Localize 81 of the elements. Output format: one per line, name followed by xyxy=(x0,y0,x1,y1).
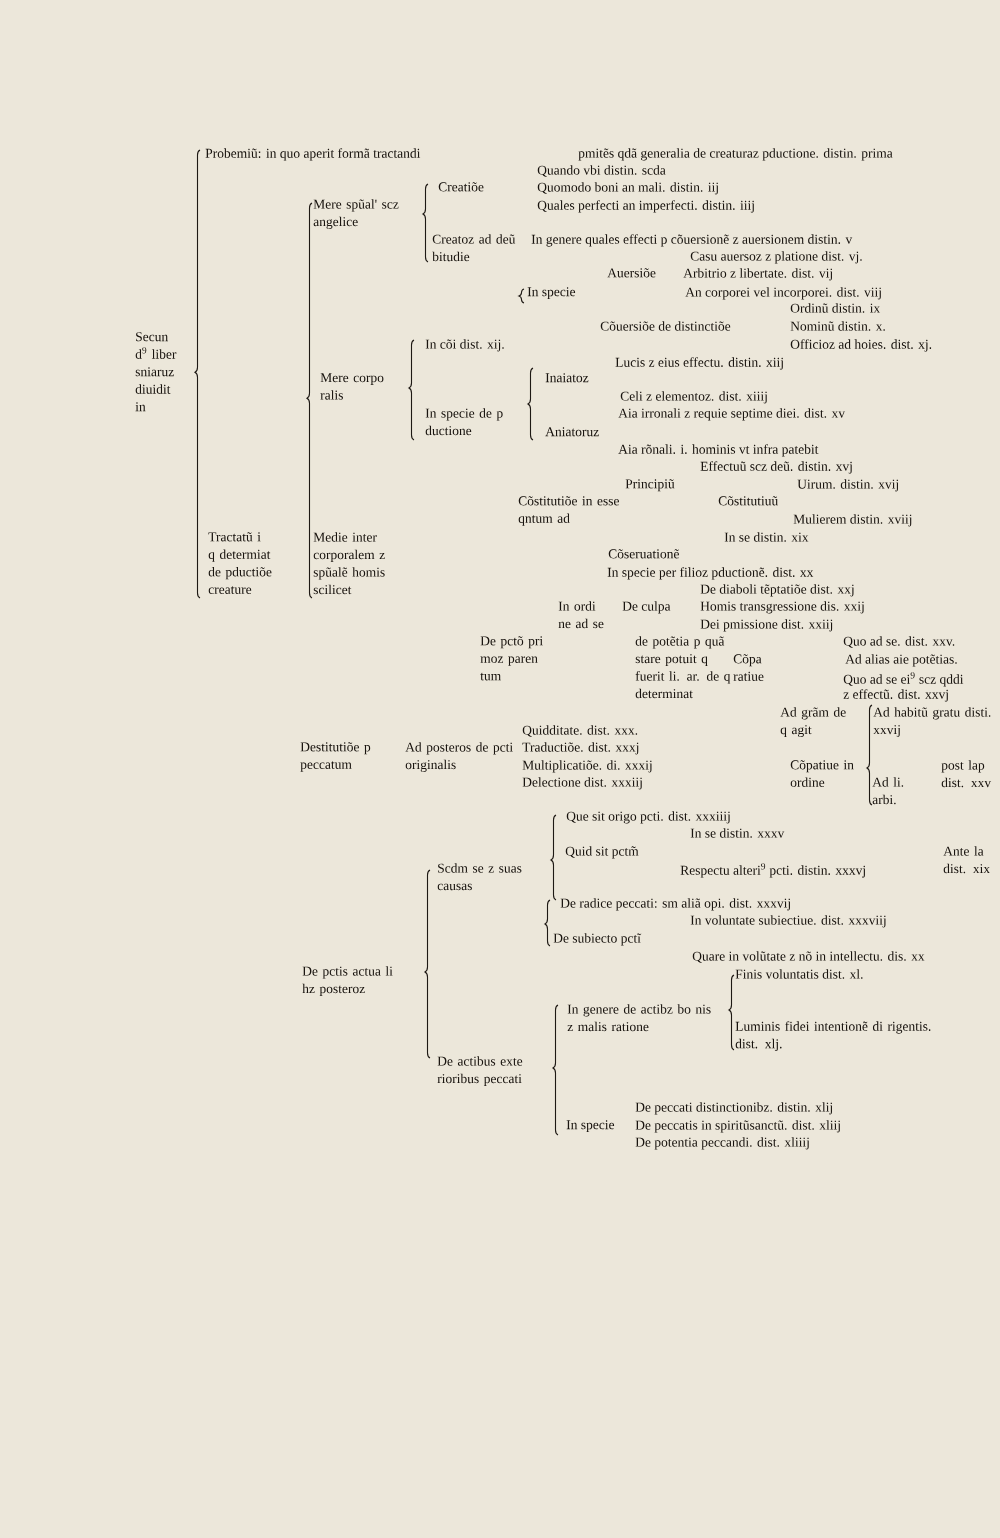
outline-entry: z effectũ. dist. xxvj xyxy=(843,689,948,702)
outline-entry: post lap dist. xxv xyxy=(941,760,992,788)
outline-entry: In ordi ne ad se xyxy=(558,601,604,629)
outline-entry: Mulierem distin. xviij xyxy=(793,514,912,527)
outline-entry: Quando vbi distin. scda xyxy=(537,165,666,177)
outline-entry: De radice peccati: sm aliã opi. dist. xxxvij xyxy=(560,898,790,911)
outline-entry: Tractatũ i q determiat de pductiõe creature xyxy=(208,532,272,594)
outline-entry: Aia irronali z requie septime diei. dist. xv xyxy=(618,408,846,421)
outline-entry: De culpa xyxy=(622,601,671,614)
outline-entry: Ad habitũ gratu disti. xxvij xyxy=(873,707,991,737)
outline-entry: In specie de p ductione xyxy=(425,408,503,436)
outline-entry: De potentia peccandi. dist. xliiij xyxy=(635,1137,809,1150)
outline-entry: Traductiõe. dist. xxxj xyxy=(522,742,639,755)
outline-entry: Finis voluntatis dist. xl. xyxy=(735,969,863,979)
outline-entry: Nominũ distin. x. xyxy=(790,321,885,331)
outline-entry: Ad li. arbi. xyxy=(872,777,904,805)
outline-entry: Cõseruationẽ xyxy=(608,549,679,559)
outline-entry: Cõstitutiõe in esse qntum ad xyxy=(518,496,619,526)
outline-entry: In voluntate subiectiue. dist. xxxviij xyxy=(690,915,886,928)
outline-entry: Ordinũ distin. ix xyxy=(790,303,881,313)
outline-entry: Quo ad se. dist. xxv. xyxy=(843,636,955,648)
outline-entry: Creatoz ad deũ bitudie xyxy=(432,234,516,262)
outline-entry: In specie per filioz pductionẽ. dist. xx xyxy=(607,567,814,580)
outline-entry: De actibus exte rioribus peccati xyxy=(437,1056,523,1086)
outline-entry: In se distin. xxxv xyxy=(690,828,785,838)
outline-entry: Dei pmissione dist. xxiij xyxy=(700,619,833,632)
outline-entry: De subiecto pctĩ xyxy=(553,933,642,946)
outline-entry: Quare in volũtate z nõ in intellectu. dis. xx xyxy=(692,951,925,963)
outline-entry: de potẽtia p quã stare potuit q fuerit li. ar. de q determinat xyxy=(635,636,731,699)
outline-entry: Multiplicatiõe. di. xxxij xyxy=(522,760,652,773)
outline-entry: Auersiõe xyxy=(607,268,656,278)
outline-entry: Secun d$^{9}$ liber sniaruz diuidit in xyxy=(135,332,177,412)
outline-entry: In specie xyxy=(566,1120,615,1132)
outline-entry: Effectuũ scz deũ. distin. xvj xyxy=(700,461,852,474)
outline-entry: Medie inter corporalem z spũalẽ homis scilicet xyxy=(313,532,385,595)
outline-entry: Quales perfecti an imperfecti. distin. iiij xyxy=(537,200,754,213)
outline-entry: Mere corpo ralis xyxy=(320,373,384,400)
outline-entry: Respectu alteri$^{9}$ pcti. distin. xxxvj xyxy=(680,863,865,878)
outline-entry: De pctis actua li hz posteroz xyxy=(302,966,393,996)
outline-entry: Creatiõe xyxy=(438,182,484,192)
outline-entry: Que sit origo pcti. dist. xxxiiij xyxy=(566,811,730,824)
outline-entry: Ad grãm de q agit xyxy=(780,707,846,737)
outline-entry: In se distin. xix xyxy=(724,532,809,542)
outline-entry: Mere spũal' scz angelice xyxy=(313,199,399,229)
outline-entry: In specie xyxy=(527,287,576,299)
outline-entry: Cõstitutiuũ xyxy=(718,496,778,506)
outline-entry: Aniatoruz xyxy=(545,427,599,437)
outline-entry: Ad posteros de pcti originalis xyxy=(405,742,513,772)
outline-entry: De peccati distinctionibz. distin. xlij xyxy=(635,1102,832,1115)
outline-entry: Cõpatiue in ordine xyxy=(790,760,854,787)
outline-entry: pmitẽs qdã generalia de creaturaz pductione. distin. prima xyxy=(578,148,893,161)
outline-entry: Ante la dist. xix xyxy=(943,846,990,874)
outline-entry: In cõi dist. xij. xyxy=(425,339,504,352)
outline-entry: Destitutiõe p peccatum xyxy=(300,742,371,772)
outline-entry: Casu auersoz z platione dist. vj. xyxy=(690,251,862,264)
outline-entry: Quid sit pctm̃ xyxy=(565,846,639,859)
outline-entry: Arbitrio z libertate. dist. vij xyxy=(683,268,832,281)
outline-entry: Luminis fidei intentionẽ di rigentis. dist. xlj. xyxy=(735,1021,931,1052)
outline-entry: Cõuersiõe de distinctiõe xyxy=(600,321,731,331)
outline-entry: Lucis z eius effectu. distin. xiij xyxy=(615,357,783,370)
outline-entry: Delectione dist. xxxiij xyxy=(522,777,642,790)
outline-entry: De peccatis in spiritũsanctũ. dist. xliij xyxy=(635,1120,840,1133)
outline-entry: An corporei vel incorporei. dist. viij xyxy=(685,287,881,300)
outline-entry: Quomodo boni an mali. distin. iij xyxy=(537,182,718,195)
outline-entry: Quidditate. dist. xxx. xyxy=(522,725,638,737)
outline-entry: Homis transgressione dis. xxij xyxy=(700,601,864,614)
outline-entry: De pctõ pri moz paren tum xyxy=(480,636,543,681)
outline-entry: In genere quales effecti p cõuersionẽ z auersionem distin. v xyxy=(531,234,853,247)
outline-entry: Uirum. distin. xvij xyxy=(797,479,899,492)
outline-entry: Officioz ad hoies. dist. xj. xyxy=(790,339,932,352)
outline-entry: Inaiatoz xyxy=(545,373,589,383)
outline-entry: Scdm se z suas causas xyxy=(437,863,522,891)
outline-entry: Cõpa ratiue xyxy=(733,654,764,681)
outline-entry: In genere de actibz bo nis z malis ratione xyxy=(567,1004,711,1032)
outline-entry: Aia rõnali. i. hominis vt infra patebit xyxy=(618,444,819,457)
outline-entry: Ad alias aie potẽtias. xyxy=(845,654,957,667)
outline-entry: De diaboli tẽptatiõe dist. xxj xyxy=(700,584,854,597)
outline-entry: Quo ad se ei$^{9}$ scz qddi xyxy=(843,672,964,687)
outline-entry: Principiũ xyxy=(625,479,675,492)
outline-entry: Celi z elementoz. dist. xiiij xyxy=(620,391,767,404)
outline-entry: Probemiũ: in quo aperit formã tractandi xyxy=(205,148,421,161)
